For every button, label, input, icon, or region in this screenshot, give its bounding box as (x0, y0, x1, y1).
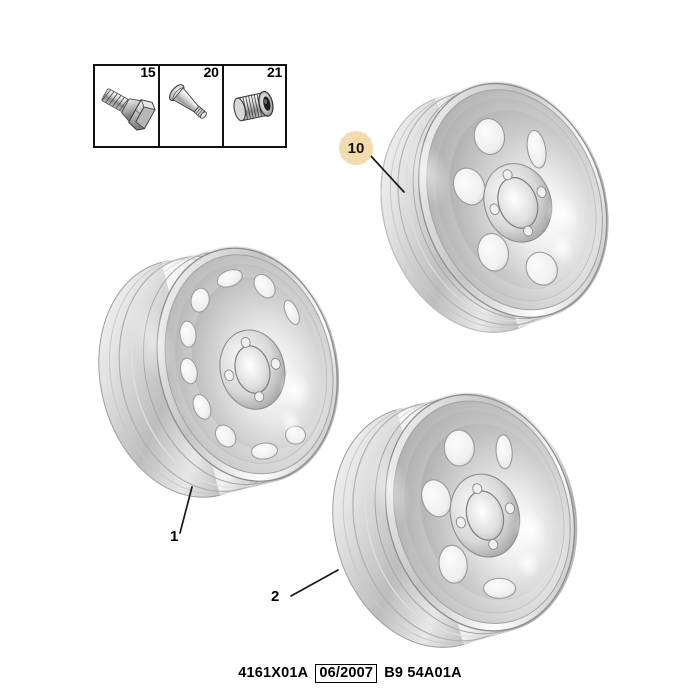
valve-cap-icon (233, 91, 274, 122)
leader-line-1 (179, 486, 193, 534)
parts-cell-21[interactable]: 21 (221, 64, 285, 146)
part-number-20: 20 (203, 64, 219, 80)
callout-badge-10[interactable]: 10 (339, 131, 373, 165)
wheel-upper-right (380, 81, 609, 333)
callout-label-2[interactable]: 2 (271, 588, 280, 605)
wheel-lower-right (332, 392, 578, 648)
leader-line-10 (369, 154, 405, 193)
footer: 4161X01A 06/2007 B9 54A01A (0, 663, 700, 683)
part-number-15: 15 (140, 64, 156, 80)
parts-cell-15[interactable]: 15 (95, 64, 158, 146)
footer-date: 06/2007 (315, 663, 378, 683)
leader-line-2 (290, 569, 339, 597)
tyre-valve-stem-icon (169, 84, 208, 119)
wheel-left (98, 246, 340, 498)
wheel-bolt-icon (101, 88, 156, 131)
callout-label-1[interactable]: 1 (170, 528, 179, 545)
footer-reference: 4161X01A (238, 665, 309, 682)
callout-label-10: 10 (347, 139, 365, 157)
small-parts-box: 15 (93, 64, 287, 148)
footer-code: B9 54A01A (384, 665, 462, 682)
part-number-21: 21 (267, 64, 282, 80)
parts-cell-20[interactable]: 20 (158, 64, 221, 146)
